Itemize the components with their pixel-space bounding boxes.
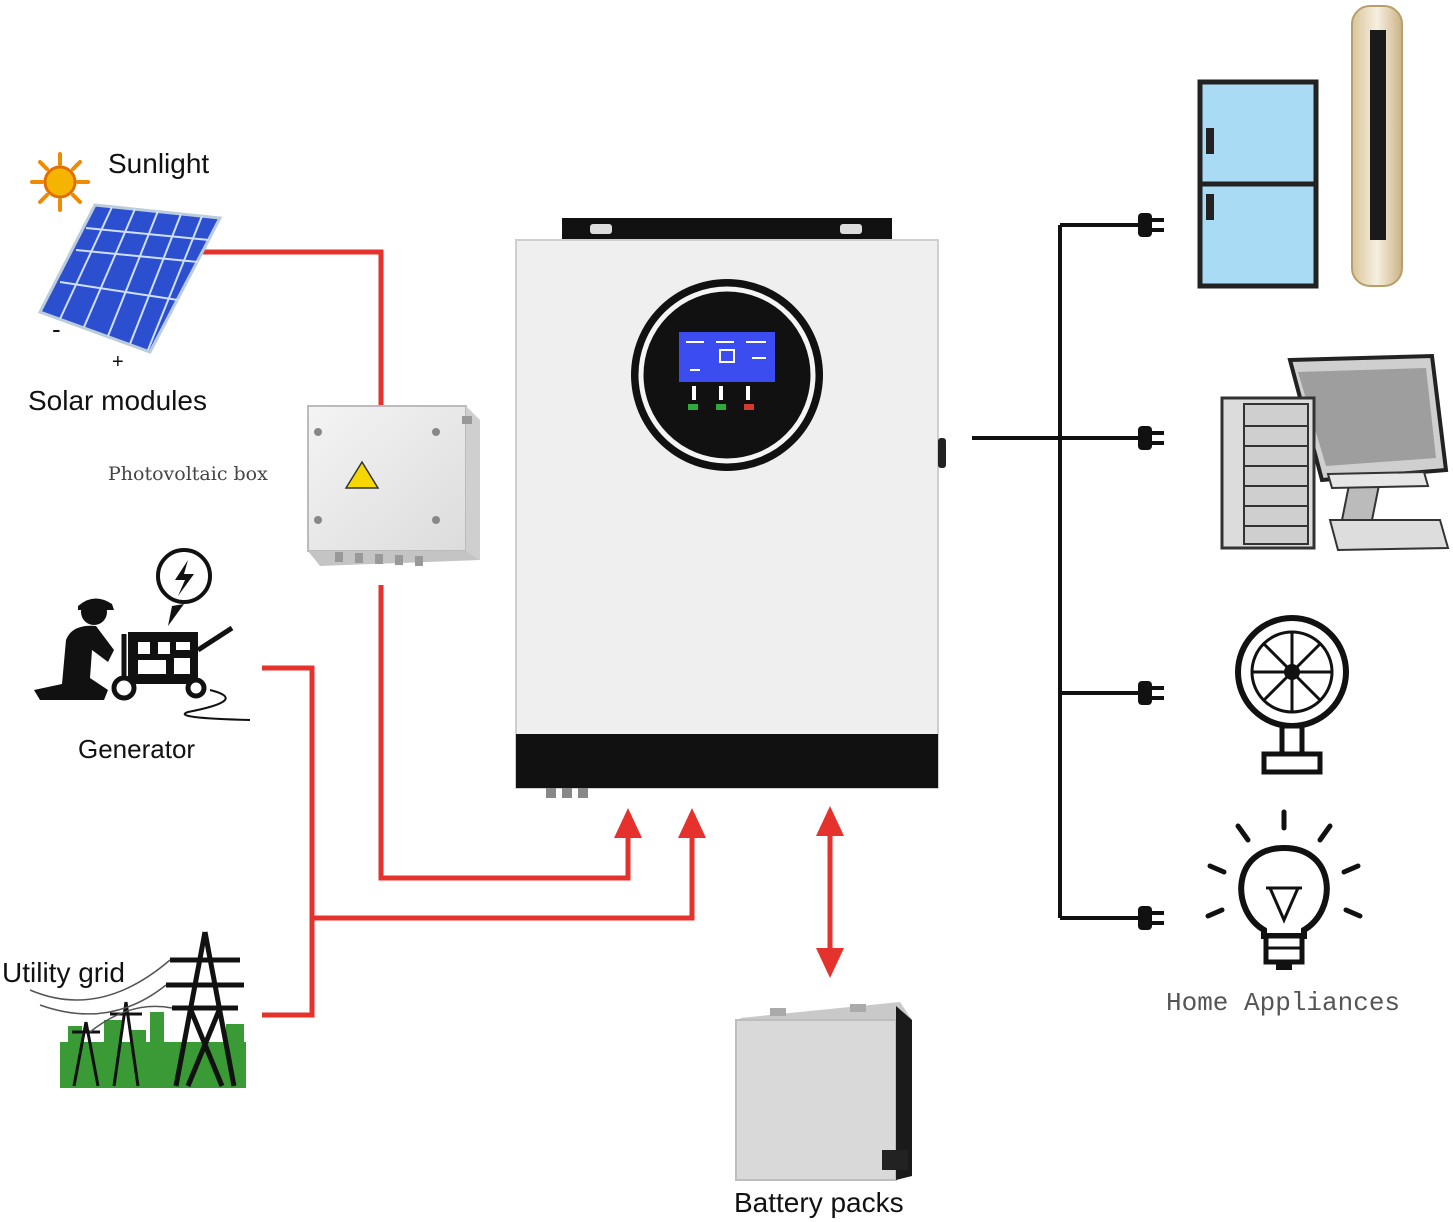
- battery-icon: [735, 1002, 912, 1181]
- pvbox-to-inverter-line: [378, 585, 631, 881]
- desktop-computer-icon: [1220, 353, 1450, 552]
- solar-modules-label: Solar modules: [28, 385, 207, 416]
- home-appliances-label: Home Appliances: [1166, 988, 1400, 1018]
- pv-input-arrow: [614, 808, 642, 838]
- plug-icon: [1138, 681, 1164, 705]
- plus-sign-label: +: [112, 351, 124, 373]
- ac-input-arrow: [678, 808, 706, 838]
- solar-panel-icon: [37, 203, 223, 354]
- light-bulb-icon: [1205, 809, 1363, 970]
- minus-sign-label: -: [52, 314, 61, 344]
- photovoltaic-box-label: Photovoltaic box: [108, 463, 268, 485]
- ac-input-to-inverter-line: [312, 820, 695, 921]
- refrigerator-icon: [1197, 79, 1319, 289]
- power-tower-icon: [29, 931, 246, 1088]
- generator-worker-icon: [34, 548, 251, 721]
- sunlight-label: Sunlight: [108, 148, 209, 179]
- plug-icon: [1138, 213, 1164, 237]
- generator-line: [262, 665, 315, 1018]
- generator-label: Generator: [78, 734, 195, 764]
- plug-icon: [1138, 426, 1164, 450]
- solar-to-pvbox-line: [200, 249, 384, 405]
- battery-arrow-up: [816, 806, 844, 836]
- inverter-icon: [515, 218, 946, 798]
- tower-air-conditioner-icon: [1351, 5, 1403, 287]
- input-wiring: [200, 249, 833, 1018]
- battery-arrow-down: [816, 948, 844, 978]
- sun-icon: [30, 152, 90, 212]
- utility-grid-label: Utility grid: [2, 957, 125, 988]
- output-wiring: [972, 223, 1140, 920]
- fan-icon: [1235, 615, 1349, 775]
- battery-packs-label: Battery packs: [734, 1187, 904, 1218]
- combiner-box-icon: [307, 405, 480, 566]
- plug-icon: [1138, 906, 1164, 930]
